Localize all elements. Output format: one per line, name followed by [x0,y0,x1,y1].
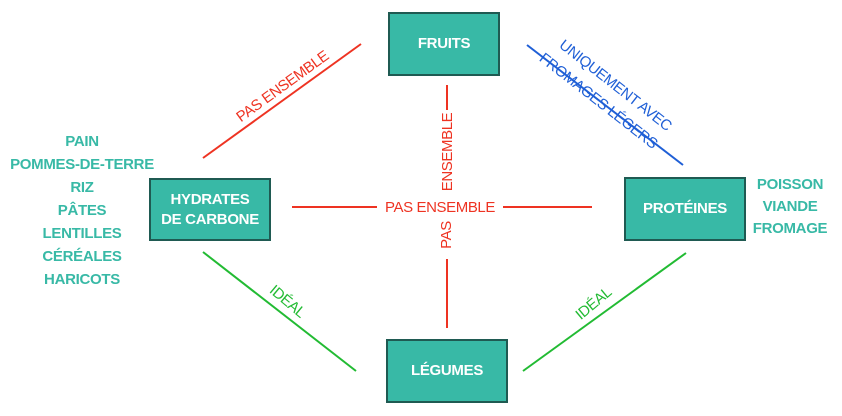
line-proteins-vegetables [522,252,687,372]
line-fruits-carbs [202,43,362,159]
line-fruits-proteins [526,44,684,166]
carb-example: PÂTES [57,202,107,219]
protein-examples-list: POISSON VIANDE FROMAGE [748,174,832,240]
carb-example: HARICOTS [44,271,120,288]
node-carbohydrates-line2: DE CARBONE [161,210,259,228]
node-carbohydrates-label: HYDRATES DE CARBONE [161,190,259,230]
protein-example: FROMAGE [752,220,828,237]
carb-example: LENTILLES [42,225,122,242]
carb-example: POMMES-DE-TERRE [10,156,154,173]
label-carbs-proteins: PAS ENSEMBLE [385,199,495,216]
carb-example: RIZ [70,179,94,196]
node-fruits: FRUITS [388,12,500,76]
carb-example: PAIN [65,133,99,150]
node-carbohydrates-line1: HYDRATES [170,190,250,208]
node-vegetables: LÉGUMES [386,339,508,403]
protein-example: VIANDE [762,198,818,215]
carb-examples-list: PAIN POMMES-DE-TERRE RIZ PÂTES LENTILLES… [0,130,164,291]
protein-example: POISSON [756,176,824,193]
node-proteins-label: PROTÉINES [643,200,727,217]
carb-example: CÉRÉALES [42,248,122,265]
node-fruits-label: FRUITS [417,35,471,52]
label-fruits-vegetables-lower: PAS [438,221,455,249]
node-carbohydrates: HYDRATES DE CARBONE [149,178,271,241]
label-fruits-vegetables-upper: ENSEMBLE [439,112,456,192]
node-vegetables-label: LÉGUMES [410,362,484,379]
node-proteins: PROTÉINES [624,177,746,241]
line-carbs-vegetables [202,251,357,372]
